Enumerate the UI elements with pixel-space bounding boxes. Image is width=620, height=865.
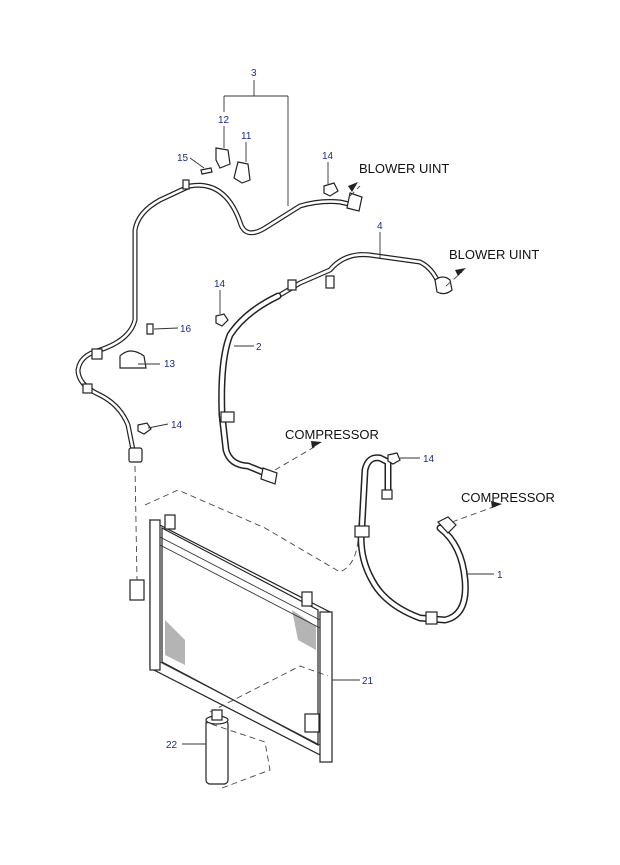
callout-12: 12 — [218, 115, 230, 126]
callout-13: 13 — [164, 359, 176, 370]
condenser-21[interactable] — [129, 514, 333, 763]
bracket-11[interactable] — [233, 161, 251, 184]
callout-14-low: 14 — [171, 420, 183, 431]
bolt-15[interactable] — [200, 167, 213, 175]
callout-16: 16 — [180, 324, 192, 335]
callout-11: 11 — [241, 131, 252, 142]
nut-14-a[interactable] — [323, 182, 339, 197]
callout-22: 22 — [166, 740, 178, 751]
leader-lines — [138, 80, 494, 745]
callout-1: 1 — [497, 570, 503, 581]
nut-14-c[interactable] — [137, 422, 152, 435]
bracket-12[interactable] — [215, 147, 231, 169]
hose-assembly-2[interactable] — [218, 292, 282, 485]
callout-14-right: 14 — [423, 454, 435, 465]
bolt-16[interactable] — [146, 323, 154, 335]
association-lines — [134, 465, 359, 789]
destination-arrows — [274, 182, 502, 523]
callout-21: 21 — [362, 676, 374, 687]
callout-15: 15 — [177, 153, 189, 164]
callout-14-top: 14 — [322, 151, 334, 162]
destination-label-blower-lower: BLOWER UINT — [449, 247, 539, 262]
pipe-assembly-3[interactable] — [75, 179, 363, 463]
pipe-assembly-4[interactable] — [272, 252, 453, 301]
receiver-drier-22[interactable] — [205, 709, 229, 785]
nut-14-d[interactable] — [387, 452, 401, 465]
clip-13[interactable] — [119, 350, 147, 369]
destination-label-compressor-center: COMPRESSOR — [285, 427, 379, 442]
hose-assembly-1[interactable] — [354, 454, 469, 625]
callout-14-mid: 14 — [214, 279, 226, 290]
destination-label-blower-upper: BLOWER UINT — [359, 161, 449, 176]
callout-3: 3 — [251, 68, 257, 79]
callout-2: 2 — [256, 342, 262, 353]
callout-4: 4 — [377, 221, 383, 232]
nut-14-b[interactable] — [215, 313, 229, 327]
destination-label-compressor-right: COMPRESSOR — [461, 490, 555, 505]
